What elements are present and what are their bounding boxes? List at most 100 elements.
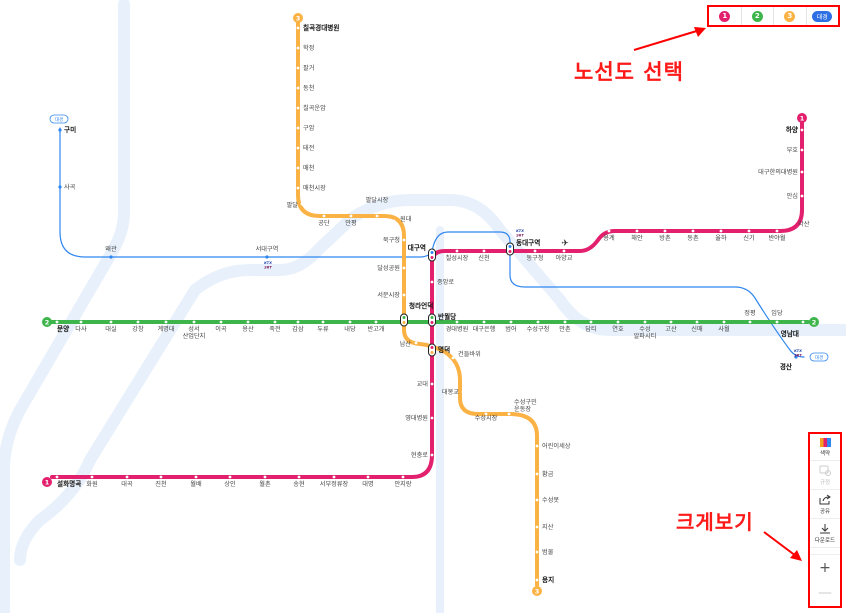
color-weak-button[interactable]: 색약 <box>810 434 840 461</box>
station-label-line: 상인 <box>224 480 236 488</box>
select-line-2-button[interactable]: 2 <box>742 7 774 25</box>
station-label-line: 만평 <box>345 219 356 227</box>
station-dot <box>748 320 752 324</box>
station-dot <box>430 280 434 284</box>
station-label: 죽전 <box>269 325 281 333</box>
station-label: 공단 <box>318 219 330 227</box>
line-1-badge-east-number: 1 <box>800 114 805 122</box>
station-label: 각산 <box>798 220 810 228</box>
station-dot <box>801 320 805 324</box>
station-label-line: 팔거 <box>303 64 314 72</box>
station-dot <box>375 214 379 218</box>
station-dot <box>296 166 300 170</box>
station-label-line: 명덕 <box>438 345 450 354</box>
station-label-line: 수성구청 <box>527 325 550 333</box>
station-dot <box>265 255 269 259</box>
line-1-badge: 1 <box>719 10 731 22</box>
transfer-dot <box>402 316 406 319</box>
station-label-line: 계명대 <box>157 325 174 333</box>
station-dot <box>136 320 140 324</box>
station-label: 현충로 <box>411 451 428 459</box>
line-2-badge-east-number: 2 <box>812 318 817 326</box>
station-label-line: 반고개 <box>367 325 384 333</box>
station-label-line: 월촌 <box>259 480 271 488</box>
airport-icon: ✈ <box>561 239 569 249</box>
station-dot <box>321 320 325 324</box>
station-label-line: 강창 <box>132 325 144 333</box>
download-button[interactable]: 다운로드 <box>810 519 840 548</box>
station-label: 팔달 <box>287 201 299 209</box>
station-dot <box>297 475 301 479</box>
station-label-line: 경산 <box>780 362 792 371</box>
station-dot <box>58 185 62 189</box>
station-label-line: 임당 <box>771 309 783 317</box>
station-label-line: 태전 <box>303 144 315 152</box>
share-button[interactable]: 공유 <box>810 490 840 519</box>
station-label-line: 매천시장 <box>303 184 326 192</box>
station-label: 대명 <box>362 480 373 488</box>
station-label-line: 매천 <box>303 164 315 172</box>
station-label-line: 지산 <box>542 523 554 531</box>
select-line-3-button[interactable]: 3 <box>774 7 807 25</box>
station-dot <box>296 26 300 30</box>
station-label: 칠곡운암 <box>303 104 326 112</box>
station-label-line: 달성공원 <box>377 264 400 272</box>
station-label-line: 대명 <box>362 480 373 488</box>
station-label-line: 교대 <box>417 380 429 388</box>
station-label: 매천 <box>303 164 315 172</box>
line-3-badge-south <box>532 586 542 596</box>
station-label: 수성못 <box>542 496 559 504</box>
rules-button[interactable]: 규정 <box>810 461 840 490</box>
station-dot <box>535 578 539 582</box>
river-band <box>14 194 846 566</box>
station-dot <box>482 320 486 324</box>
rules-label: 규정 <box>819 480 831 486</box>
station-dot <box>125 475 129 479</box>
transfer-dot <box>508 250 512 253</box>
download-label: 다운로드 <box>814 538 836 544</box>
station-dot <box>800 170 804 174</box>
station-label: 팔달시장 <box>366 196 389 204</box>
station-dot <box>451 356 455 360</box>
station-label-line: 죽전 <box>269 325 281 333</box>
station-dot <box>563 320 567 324</box>
line-3-badge-south-number: 3 <box>535 587 540 595</box>
transfer-dot <box>430 346 434 349</box>
line-1-badge-east <box>797 113 807 123</box>
station-dot <box>263 475 267 479</box>
station-label-line: 구암 <box>303 124 315 132</box>
station-label-line: 공단 <box>318 219 330 227</box>
select-line-1-button[interactable]: 1 <box>709 7 742 25</box>
station-label: 북구청 <box>383 236 400 244</box>
station-label-line: 학정 <box>303 44 314 52</box>
ktx-srt-icon: SRT <box>516 234 524 238</box>
select-daegyeong-line-button[interactable]: 대경 <box>807 7 839 25</box>
daegyeong-badge-gumi-text: 대경 <box>55 116 63 123</box>
zoom-view-annotation: 크게보기 <box>676 510 754 534</box>
station-label: 반고개 <box>367 325 384 333</box>
station-dot <box>535 525 539 529</box>
zoom-out-button[interactable]: — <box>818 585 832 602</box>
station-label: 교대 <box>417 380 429 388</box>
station-label: 서문시장 <box>377 291 400 299</box>
station-label: 남산 <box>400 340 412 348</box>
station-label: 원대 <box>400 215 412 223</box>
station-label: 서부정류장 <box>320 480 349 488</box>
station-label-line: 알파시티 <box>634 332 657 340</box>
station-dot <box>296 66 300 70</box>
station-label: 명덕 <box>438 345 450 354</box>
station-label: 대곡 <box>121 480 133 488</box>
station-label: 범어 <box>505 325 516 333</box>
station-label: 대실 <box>105 325 117 333</box>
station-dot <box>722 320 726 324</box>
station-label-line: 남산 <box>400 340 412 348</box>
download-icon <box>820 524 830 534</box>
zoom-in-button[interactable]: + <box>819 559 831 576</box>
transfer-station-marker <box>428 343 436 357</box>
